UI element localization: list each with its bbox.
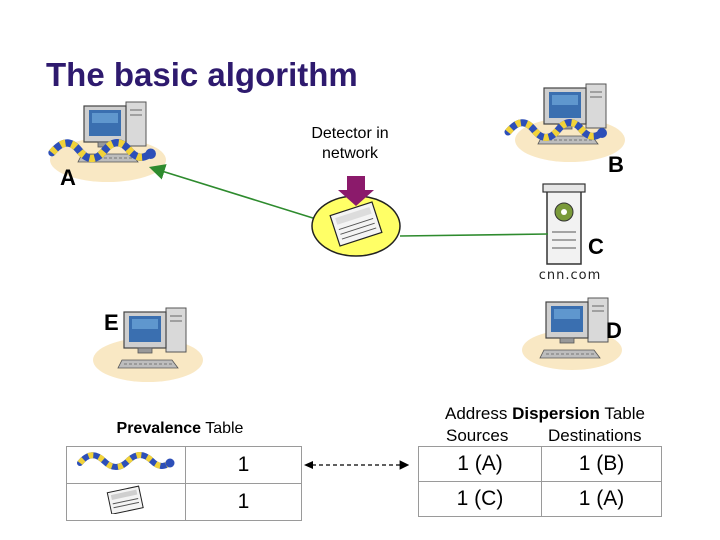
computer-b	[508, 83, 625, 162]
table-row: 1	[66, 483, 302, 521]
detector-arrow-icon	[338, 176, 374, 206]
prevalence-content-cell	[66, 483, 186, 521]
detector-label: Detector in network	[290, 124, 410, 164]
table-row: 1 (A) 1 (B)	[418, 446, 662, 482]
prevalence-title-rest: Table	[201, 420, 244, 437]
prevalence-content-cell	[66, 446, 186, 484]
detector-node	[311, 195, 401, 257]
prevalence-table: 1 1	[66, 446, 302, 521]
destinations-cell: 1 (A)	[541, 481, 662, 517]
worm-icon	[77, 452, 175, 470]
table-row: 1	[66, 446, 302, 484]
destinations-cell: 1 (B)	[541, 446, 662, 482]
link-c-to-detector	[399, 233, 549, 237]
prevalence-table-title: Prevalence Table	[100, 420, 260, 438]
computer-d	[522, 297, 622, 370]
prevalence-count-cell: 1	[185, 446, 302, 484]
column-header-destinations: Destinations	[548, 426, 642, 445]
dispersion-title-pre: Address	[444, 404, 513, 423]
dispersion-title-post: Table	[599, 404, 645, 423]
table-row: 1 (C) 1 (A)	[418, 481, 662, 517]
page-title: The basic algorithm	[46, 56, 358, 93]
prevalence-title-bold: Prevalence	[116, 420, 202, 437]
server-name-label: cnn.com	[538, 268, 602, 283]
prevalence-count-cell: 1	[185, 483, 302, 521]
dispersion-table-title: Address Dispersion Table	[420, 404, 670, 424]
computer-a	[50, 101, 166, 182]
node-label-c: C	[588, 234, 604, 259]
node-label-d: D	[606, 318, 622, 343]
sources-cell: 1 (C)	[418, 481, 542, 517]
computer-e	[93, 307, 203, 382]
newspaper-icon	[106, 485, 144, 515]
node-label-b: B	[608, 152, 624, 177]
node-label-a: A	[60, 165, 76, 190]
tables-link-arrow-left-head	[304, 461, 313, 469]
dispersion-table: 1 (A) 1 (B) 1 (C) 1 (A)	[418, 446, 662, 517]
server-c	[542, 183, 586, 265]
detector-label-line1: Detector in	[311, 125, 389, 142]
sources-cell: 1 (A)	[418, 446, 542, 482]
node-label-e: E	[104, 310, 119, 335]
detector-label-line2: network	[321, 145, 379, 162]
column-header-sources: Sources	[446, 426, 509, 445]
dispersion-title-bold: Dispersion	[512, 404, 600, 423]
